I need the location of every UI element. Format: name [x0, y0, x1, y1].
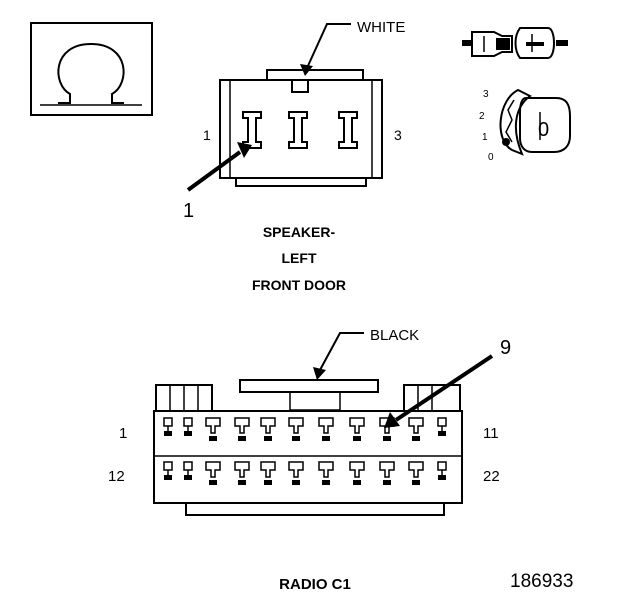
radio-pin-12-label: 12 — [108, 468, 125, 485]
figure-number: 186933 — [510, 571, 573, 592]
connector-side-view-icon — [462, 27, 568, 59]
radio-terminals — [163, 417, 447, 486]
speaker-cavity-3 — [338, 111, 358, 149]
key-label-2: 2 — [479, 111, 485, 122]
white-label: WHITE — [357, 19, 405, 36]
terminal-depth-key-icon — [499, 88, 571, 156]
radio-connector — [153, 379, 463, 516]
white-leader — [300, 23, 351, 76]
speaker-title-line2: LEFT — [282, 250, 317, 266]
radio-pin-22-label: 22 — [483, 468, 500, 485]
speaker-cavity-1 — [242, 111, 262, 149]
key-zero-label: 0 — [538, 119, 549, 141]
callout-9-arrow — [384, 354, 494, 428]
speaker-pin-3-label: 3 — [394, 127, 402, 143]
black-leader — [313, 332, 364, 380]
speaker-cavity-2 — [288, 111, 308, 149]
speaker-title-line1: SPEAKER- — [263, 224, 336, 240]
key-label-0: 0 — [488, 152, 494, 163]
speaker-title-line3: FRONT DOOR — [252, 277, 346, 293]
speaker-pin-1-label: 1 — [203, 127, 211, 143]
key-label-1: 1 — [482, 132, 488, 143]
callout-1-arrow — [186, 142, 252, 192]
key-label-3: 3 — [483, 89, 489, 100]
black-label: BLACK — [370, 327, 419, 344]
radio-title: RADIO C1 — [279, 576, 351, 593]
speaker-connector — [219, 69, 383, 187]
omega-symbol-icon — [30, 22, 153, 116]
radio-pin-1-label: 1 — [119, 425, 127, 442]
callout-9-label: 9 — [500, 337, 511, 359]
radio-pin-11-label: 11 — [483, 425, 499, 442]
callout-1-label: 1 — [183, 200, 194, 222]
